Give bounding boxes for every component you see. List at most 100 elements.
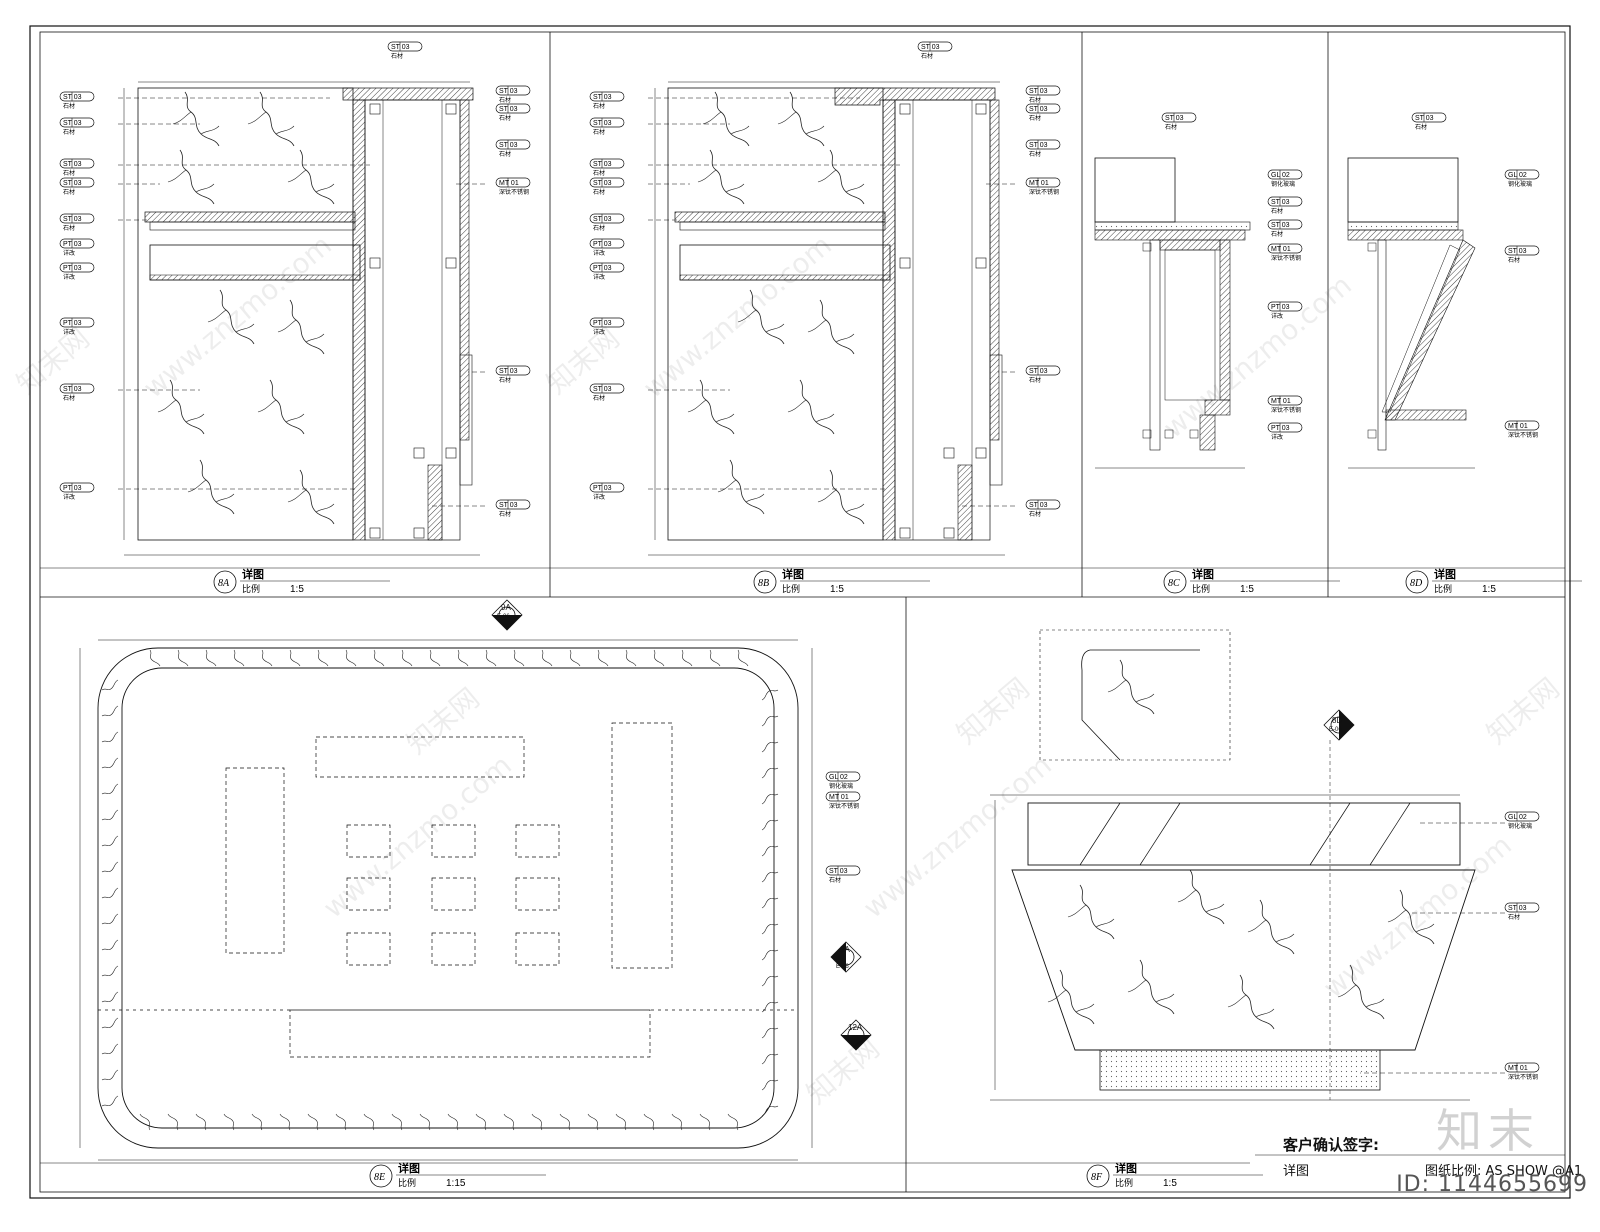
ring-vein bbox=[261, 649, 273, 667]
material-tag-desc: 石材 bbox=[1271, 230, 1283, 238]
section-marker-right2 bbox=[840, 1019, 872, 1051]
ring-vein bbox=[101, 991, 119, 1003]
detail-id: 8A bbox=[218, 578, 230, 589]
marker-right2-ref: E-06 bbox=[846, 1036, 859, 1042]
ring-vein bbox=[101, 679, 119, 691]
material-tag-desc: 石材 bbox=[1029, 510, 1041, 518]
material-tag-code: PT 03 bbox=[63, 485, 82, 492]
ring-vein bbox=[167, 1113, 179, 1131]
panel-8d bbox=[1347, 157, 1476, 469]
ring-vein bbox=[101, 1043, 119, 1055]
material-tag-desc: 石材 bbox=[1508, 913, 1520, 921]
material-tag-desc: 石材 bbox=[593, 188, 605, 196]
material-tag-code: ST 03 bbox=[499, 142, 518, 149]
ring-vein bbox=[101, 913, 119, 925]
material-tag-code: MT 01 bbox=[1508, 1065, 1528, 1072]
material-tag-desc: 石材 bbox=[1029, 376, 1041, 384]
detail-scale-label: 比例 bbox=[1434, 583, 1452, 595]
ring-vein bbox=[615, 1113, 627, 1131]
material-tag-desc: 详改 bbox=[63, 249, 75, 257]
ring-vein bbox=[761, 923, 779, 935]
material-tag-code: ST 03 bbox=[63, 120, 82, 127]
material-tag-desc: 深钛不锈钢 bbox=[1029, 188, 1059, 196]
ring-vein bbox=[625, 649, 637, 667]
ring-vein bbox=[429, 649, 441, 667]
material-tag-desc: 详改 bbox=[63, 493, 75, 501]
ring-vein bbox=[101, 835, 119, 847]
ring-vein bbox=[101, 1069, 119, 1081]
ring-vein bbox=[761, 1053, 779, 1065]
material-tag-desc: 钢化玻璃 bbox=[829, 782, 853, 790]
material-tag-code: MT 01 bbox=[499, 180, 519, 187]
material-tag-desc: 石材 bbox=[63, 169, 75, 177]
material-tag-desc: 石材 bbox=[63, 188, 75, 196]
material-tag-code: ST 03 bbox=[499, 88, 518, 95]
section-marker-f bbox=[1323, 709, 1355, 741]
material-tag-code: ST 03 bbox=[1029, 502, 1048, 509]
panel-8a bbox=[118, 81, 485, 556]
material-tag-code: ST 03 bbox=[499, 106, 518, 113]
material-tag-desc: 详改 bbox=[63, 328, 75, 336]
material-tag-desc: 石材 bbox=[593, 102, 605, 110]
detail-scale-label: 比例 bbox=[1192, 583, 1210, 595]
panel-8b bbox=[648, 81, 1015, 556]
ring-vein bbox=[205, 649, 217, 667]
marker-top-id: 9A bbox=[501, 603, 511, 612]
ring-vein bbox=[149, 649, 161, 667]
section-marker-right bbox=[830, 941, 862, 973]
material-tag-desc: 石材 bbox=[593, 394, 605, 402]
detail-scale: 1:5 bbox=[1240, 584, 1254, 595]
material-tag-code: ST 03 bbox=[1029, 106, 1048, 113]
material-tag-desc: 深钛不锈钢 bbox=[1508, 431, 1538, 439]
image-id: ID: 1144655699 bbox=[1396, 1172, 1588, 1197]
ring-vein bbox=[279, 1113, 291, 1131]
material-tag-code: ST 03 bbox=[63, 161, 82, 168]
ring-vein bbox=[761, 845, 779, 857]
detail-scale: 1:5 bbox=[830, 584, 844, 595]
material-tag-code: ST 03 bbox=[391, 44, 410, 51]
material-tag-desc: 石材 bbox=[921, 52, 933, 60]
ring-vein bbox=[653, 649, 665, 667]
material-tag-code: PT 03 bbox=[593, 265, 612, 272]
panel-8e bbox=[79, 639, 813, 1161]
ring-vein bbox=[101, 1017, 119, 1029]
material-tag-desc: 石材 bbox=[63, 128, 75, 136]
material-tag-code: GL 02 bbox=[829, 774, 848, 781]
material-tag-code: MT 01 bbox=[829, 794, 849, 801]
material-tag-desc: 石材 bbox=[499, 114, 511, 122]
ring-vein bbox=[761, 741, 779, 753]
ring-vein bbox=[531, 1113, 543, 1131]
ring-vein bbox=[541, 649, 553, 667]
ring-vein bbox=[737, 649, 749, 667]
ring-vein bbox=[233, 649, 245, 667]
material-tag-desc: 详改 bbox=[593, 273, 605, 281]
material-tag-desc: 石材 bbox=[63, 394, 75, 402]
material-tag-code: MT 01 bbox=[1508, 423, 1528, 430]
material-tag-code: ST 03 bbox=[1029, 142, 1048, 149]
material-tag-desc: 深钛不锈钢 bbox=[1508, 1073, 1538, 1081]
marker-top-ref: E-06 bbox=[497, 614, 510, 620]
material-tag-code: ST 03 bbox=[63, 180, 82, 187]
material-tag-desc: 详改 bbox=[593, 249, 605, 257]
ring-vein bbox=[345, 649, 357, 667]
ring-vein bbox=[101, 965, 119, 977]
